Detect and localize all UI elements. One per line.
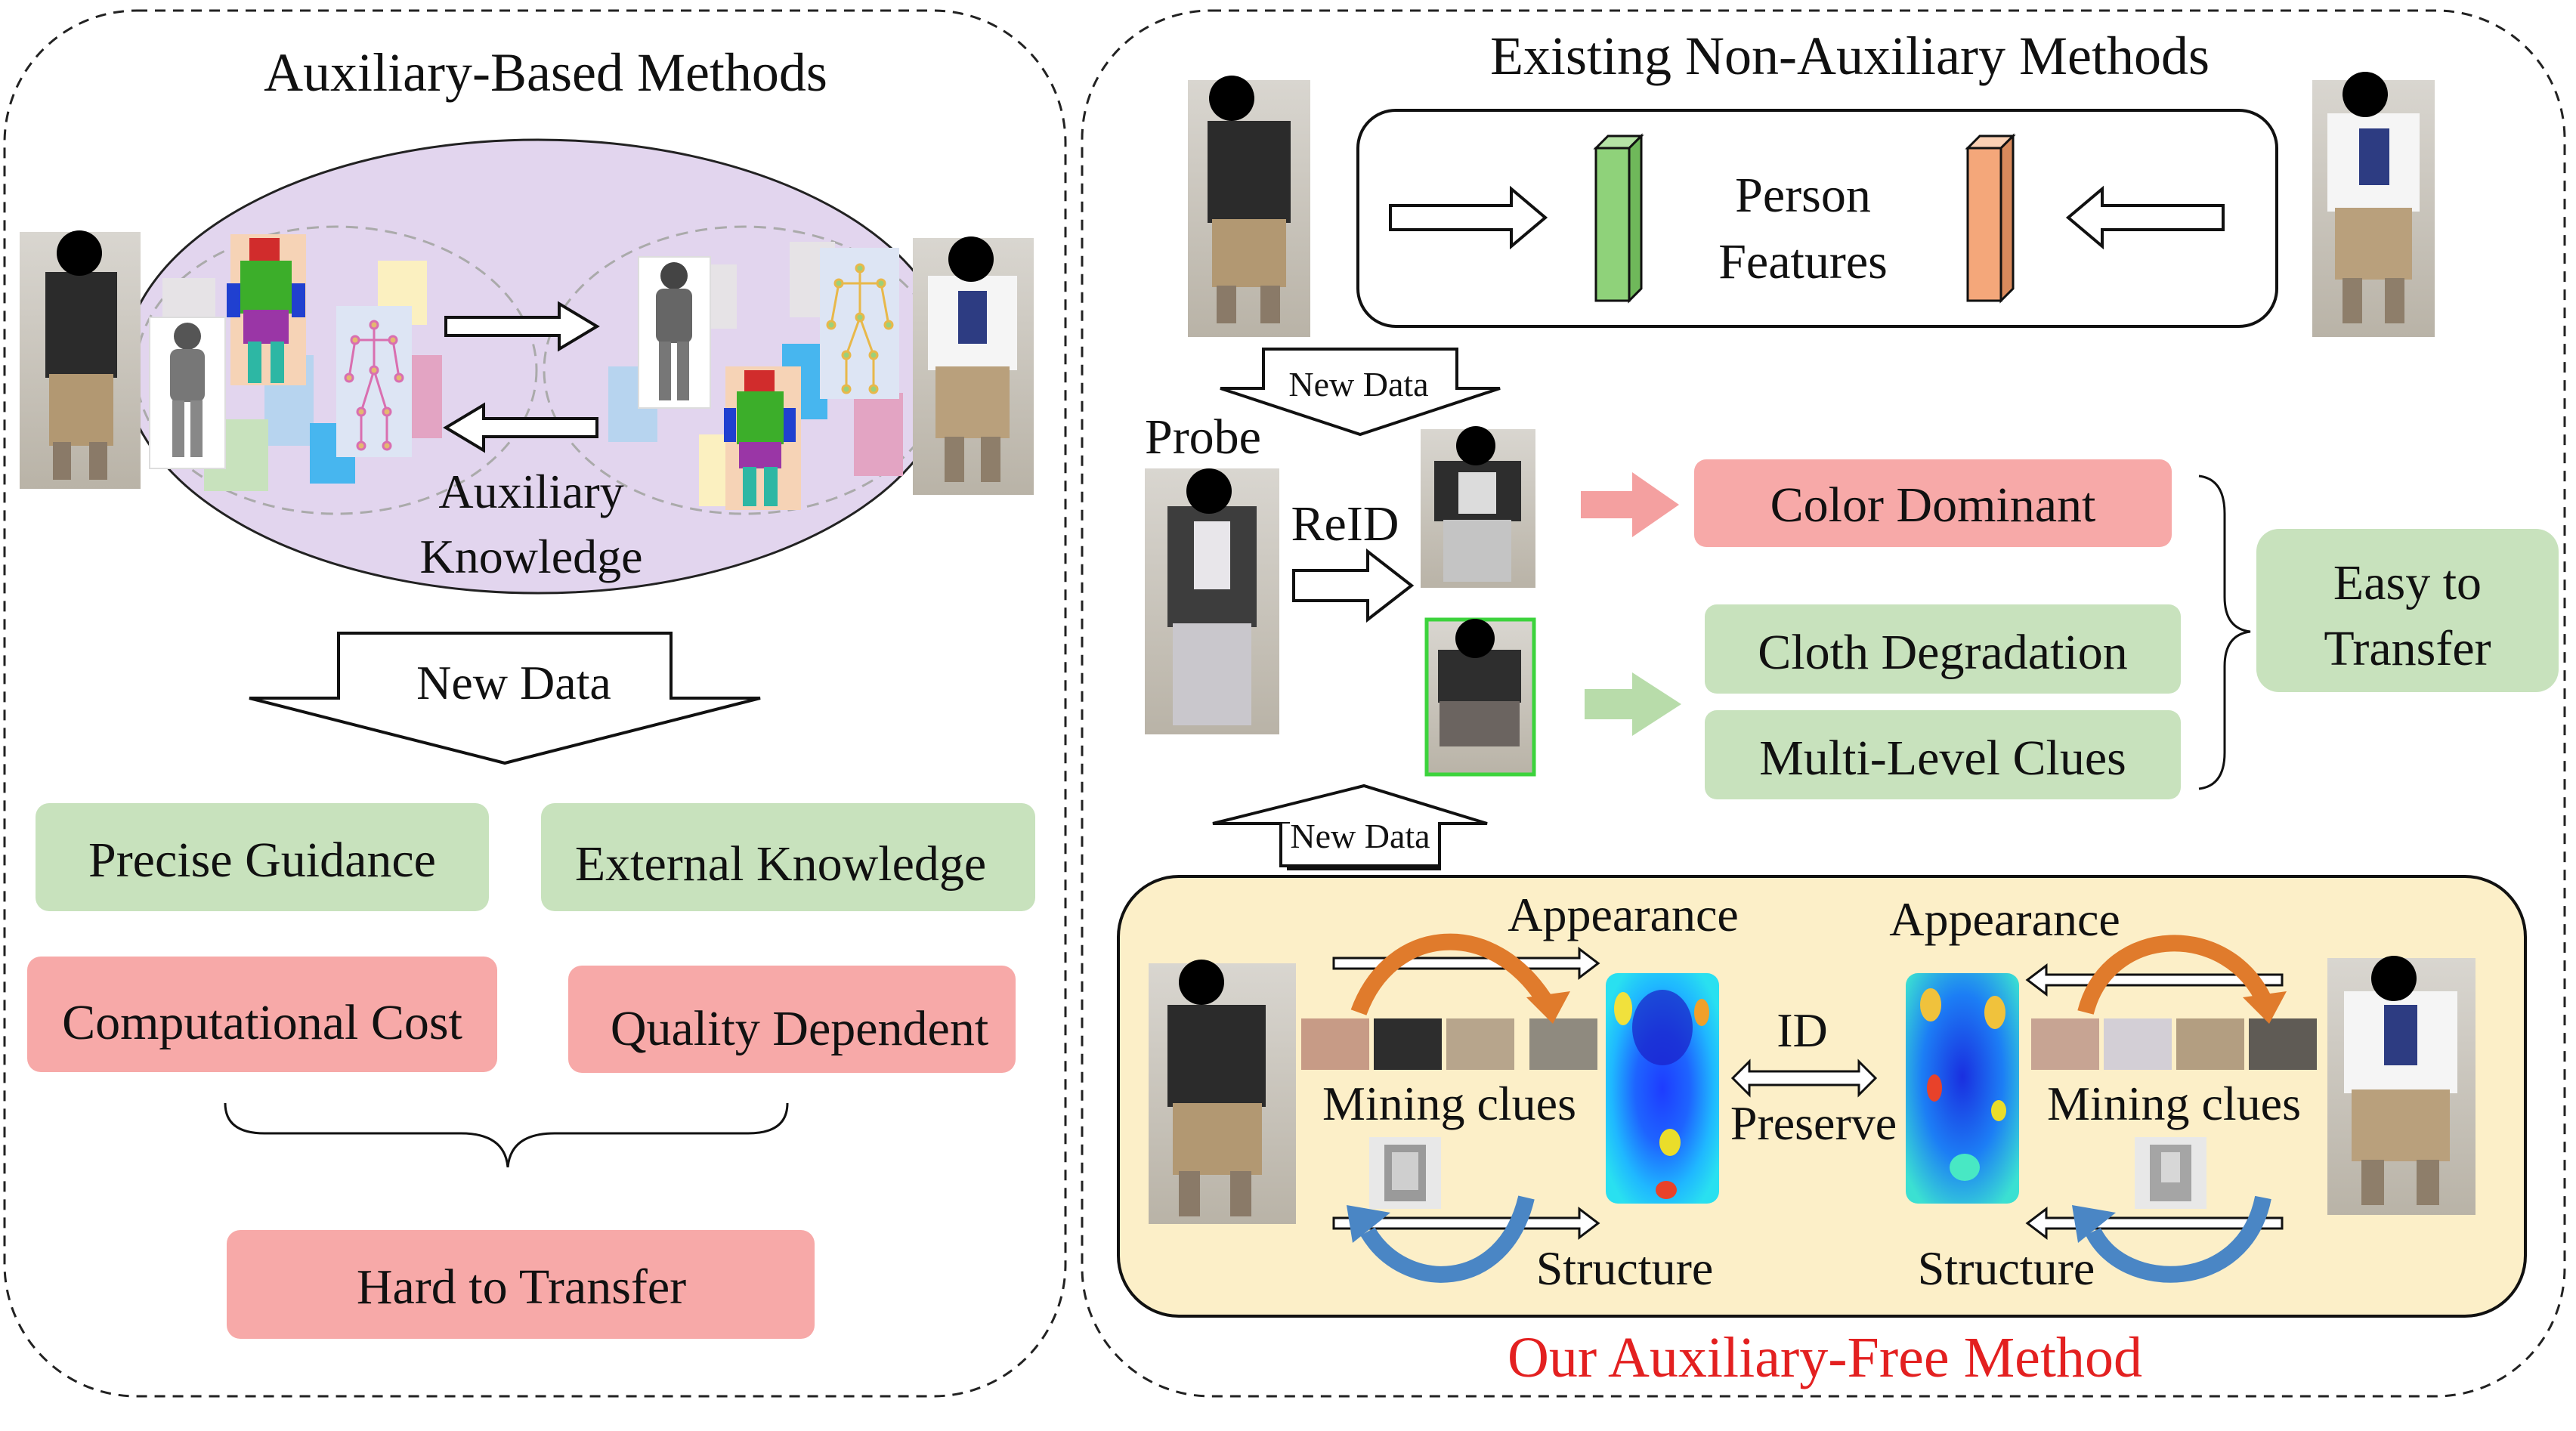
blue-curve-arrowhead-left (1347, 1205, 1390, 1243)
silhouette-image-right (638, 256, 711, 409)
orange-curve-arrowhead-left (1526, 991, 1570, 1024)
computational-cost-label: Computational Cost (62, 995, 462, 1050)
skeleton-image-right (820, 248, 899, 399)
structure-label-left: Structure (1536, 1241, 1714, 1295)
easy-to-transfer-label-1: Easy to (2333, 555, 2482, 610)
left-panel-border (3, 9, 1067, 1398)
appearance-label-left: Appearance (1508, 888, 1739, 941)
heatmap-left (1606, 973, 1719, 1204)
reid-label: ReID (1291, 496, 1399, 552)
cloth-degradation-box (1705, 604, 2181, 694)
new-data-label-left: New Data (416, 656, 611, 709)
structure-sketch-left (1369, 1137, 1441, 1209)
mining-clues-label-left: Mining clues (1322, 1077, 1576, 1130)
quality-dependent-box (568, 966, 1016, 1073)
probe-photo (1145, 468, 1279, 734)
arrow-into-features-left (1389, 185, 1548, 250)
color-dominant-box (1694, 459, 2172, 547)
appearance-arrow-right (2025, 963, 2284, 997)
orange-curve-arrowhead-right (2243, 991, 2287, 1024)
gallery-photo-bottom (1424, 617, 1536, 777)
new-data-label-bottom: New Data (1290, 817, 1430, 855)
pink-arrow (1581, 472, 1679, 537)
parsing-image-right (724, 366, 801, 510)
parsing-image-left (227, 234, 306, 385)
person-photo-left (20, 230, 141, 489)
person-features-box (1356, 109, 2278, 328)
appearance-label-right: Appearance (1889, 892, 2120, 946)
person-photo-top-left (1188, 76, 1310, 337)
orange-curve-left (1350, 933, 1555, 1015)
structure-label-right: Structure (1918, 1241, 2095, 1295)
orange-curve-right (2077, 935, 2274, 1015)
cloth-degradation-label: Cloth Degradation (1758, 625, 2127, 680)
new-data-down-arrow-left (249, 632, 761, 765)
person-features-label-1: Person (1735, 168, 1871, 223)
new-data-up-arrow-body (1279, 824, 1441, 867)
new-data-down-arrow-top (1220, 348, 1501, 437)
silhouette-image-left (149, 317, 226, 469)
skeleton-image-left (336, 306, 412, 457)
multi-level-clues-label: Multi-Level Clues (1759, 731, 2126, 786)
probe-label: Probe (1145, 410, 1261, 465)
arrow-into-features-right (2065, 185, 2225, 250)
auxiliary-knowledge-label-2: Knowledge (419, 530, 642, 583)
our-person-photo-left (1149, 960, 1296, 1224)
easy-to-transfer-box (2256, 529, 2559, 692)
person-features-label-2: Features (1718, 234, 1888, 289)
auxiliary-inner-ellipse-left (135, 225, 538, 515)
id-preserve-arrow (1730, 1059, 1878, 1098)
feature-vector-green (1593, 133, 1644, 304)
auxiliary-knowledge-label-1: Auxiliary (438, 465, 623, 518)
external-knowledge-label: External Knowledge (575, 836, 986, 892)
quality-dependent-label: Quality Dependent (611, 1001, 988, 1056)
id-label: ID (1777, 1003, 1828, 1057)
precise-guidance-label: Precise Guidance (88, 833, 436, 888)
reid-arrow (1292, 548, 1415, 623)
right-panel-title: Existing Non-Auxiliary Methods (1490, 26, 2210, 86)
arrow-right-hollow (444, 301, 600, 352)
patches-right (2031, 1018, 2317, 1070)
arrow-left-hollow (443, 402, 598, 453)
computational-cost-box (27, 957, 497, 1072)
patches-left (1301, 1018, 1597, 1070)
blue-curve-left (1360, 1195, 1535, 1283)
new-data-label-top: New Data (1288, 365, 1428, 403)
blue-curve-right (2086, 1195, 2271, 1283)
person-photo-right (913, 236, 1034, 495)
gallery-photo-top (1421, 426, 1535, 588)
our-person-photo-right (2327, 956, 2475, 1215)
brace-left (224, 1102, 789, 1168)
preserve-label: Preserve (1730, 1096, 1897, 1150)
feature-vector-orange (1965, 133, 2016, 304)
green-arrow (1585, 672, 1681, 736)
hard-to-transfer-box (227, 1230, 815, 1339)
easy-to-transfer-label-2: Transfer (2324, 621, 2491, 676)
multi-level-clues-box (1705, 710, 2181, 799)
heatmap-right (1906, 973, 2019, 1204)
brace-right (2198, 474, 2251, 790)
our-method-caption: Our Auxiliary-Free Method (1508, 1326, 2142, 1389)
precise-guidance-box (36, 803, 489, 911)
structure-sketch-right (2135, 1137, 2206, 1209)
appearance-arrow-left (1332, 946, 1600, 981)
person-photo-top-right (2312, 72, 2435, 337)
blue-curve-arrowhead-right (2072, 1205, 2116, 1243)
mining-clues-label-right: Mining clues (2047, 1077, 2301, 1130)
color-dominant-label: Color Dominant (1770, 478, 2096, 533)
hard-to-transfer-label: Hard to Transfer (357, 1259, 686, 1315)
left-panel-title: Auxiliary-Based Methods (264, 42, 827, 103)
external-knowledge-box (541, 803, 1035, 911)
